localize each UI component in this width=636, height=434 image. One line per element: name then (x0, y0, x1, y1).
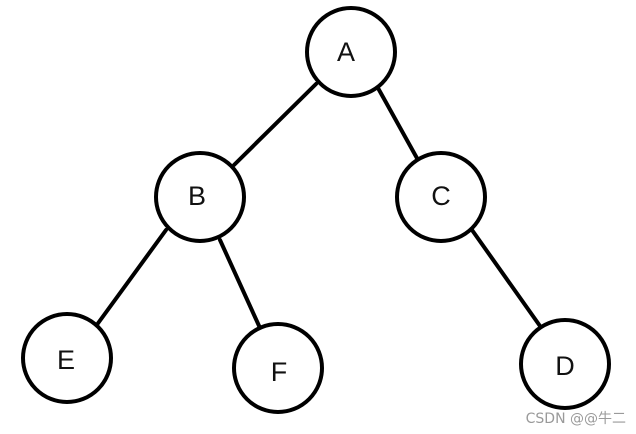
node-c-circle (395, 151, 487, 243)
node-f: F (232, 322, 324, 414)
node-c: C (395, 151, 487, 243)
node-f-circle (232, 322, 324, 414)
node-a-label: A (337, 37, 355, 67)
edge-b-f (218, 238, 262, 330)
edge-b-e (94, 228, 168, 328)
edges-layer (94, 82, 542, 330)
node-e: E (21, 312, 113, 404)
node-c-label: C (431, 181, 451, 211)
edge-a-c (376, 86, 420, 162)
nodes-layer: A B C E F D (21, 6, 611, 414)
node-a: A (305, 6, 397, 98)
node-a-circle (305, 6, 397, 98)
node-b-circle (154, 151, 246, 243)
node-d: D (519, 318, 611, 410)
node-b: B (154, 151, 246, 243)
node-d-label: D (555, 351, 575, 381)
edge-c-d (470, 228, 542, 328)
node-d-circle (519, 318, 611, 410)
watermark-text: CSDN @@牛二 (525, 411, 626, 427)
node-e-label: E (57, 345, 75, 375)
node-f-label: F (271, 357, 288, 387)
node-e-circle (21, 312, 113, 404)
node-b-label: B (188, 181, 206, 211)
edge-a-b (232, 82, 318, 167)
